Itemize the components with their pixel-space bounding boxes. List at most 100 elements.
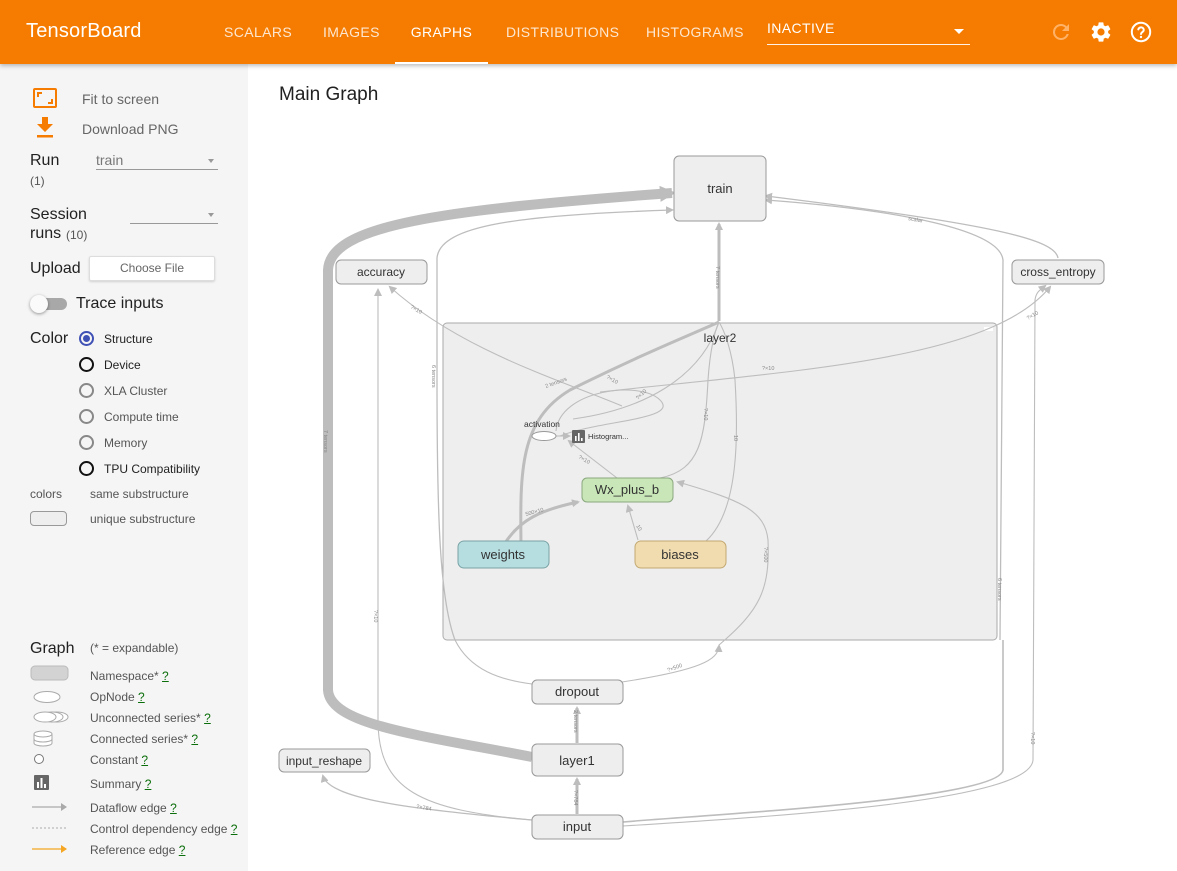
node-activation[interactable]: activation — [524, 419, 560, 441]
tab-scalars[interactable]: SCALARS — [224, 24, 293, 40]
gear-icon[interactable] — [1089, 20, 1113, 44]
node-accuracy[interactable]: accuracy — [335, 259, 428, 285]
refresh-icon[interactable] — [1049, 20, 1073, 44]
fit-to-screen-icon[interactable] — [33, 88, 57, 108]
help-link[interactable]: ? — [230, 822, 238, 836]
node-biases[interactable]: biases — [634, 540, 727, 569]
session-runs-label: Session — [30, 206, 87, 223]
edge-label: 6 tensors — [430, 365, 436, 388]
tab-histograms[interactable]: HISTOGRAMS — [646, 24, 744, 40]
tab-distributions[interactable]: DISTRIBUTIONS — [506, 24, 620, 40]
color-tpu-radio[interactable] — [79, 461, 94, 476]
run-select[interactable]: train — [96, 152, 218, 170]
layer2-namespace — [442, 322, 998, 641]
edge-input-ce — [622, 284, 1047, 827]
graph-canvas[interactable]: 7 tensors 7 tensors 6 tensors scalar ?×1… — [248, 64, 1177, 871]
node-train[interactable]: train — [673, 155, 767, 222]
node-histogram-summary[interactable]: Histogram... — [572, 430, 628, 443]
tab-images[interactable]: IMAGES — [323, 24, 380, 40]
fit-to-screen-button[interactable]: Fit to screen — [82, 91, 160, 107]
session-runs-select[interactable] — [130, 206, 218, 224]
edge-label: ?×10 — [577, 455, 591, 466]
unconnected-series-icon — [33, 711, 57, 723]
edge-label: 2 tensors — [572, 710, 578, 733]
node-layer1[interactable]: layer1 — [531, 743, 624, 777]
top-bar: TensorBoard SCALARS IMAGES GRAPHS DISTRI… — [0, 0, 1177, 64]
node-label: input_reshape — [286, 754, 362, 768]
help-link[interactable]: ? — [144, 777, 152, 791]
edge-label: 500×10 — [525, 507, 544, 518]
color-xla-cluster-radio[interactable] — [79, 383, 94, 398]
color-memory-radio[interactable] — [79, 435, 94, 450]
edge-wx-up — [659, 321, 720, 479]
edge-biases-up — [705, 321, 738, 542]
edge-label: ?×10 — [1026, 310, 1040, 321]
colors-label: colors — [30, 487, 63, 501]
session-runs-count: (10) — [66, 228, 88, 242]
graph-edges — [320, 185, 1059, 827]
edge-act-up — [572, 321, 720, 420]
color-compute-time-label: Compute time — [104, 410, 179, 424]
node-input[interactable]: input — [531, 814, 624, 840]
choose-file-button[interactable]: Choose File — [89, 256, 215, 281]
help-link[interactable]: ? — [170, 801, 177, 815]
color-memory-label: Memory — [104, 436, 148, 450]
chevron-down-icon — [208, 159, 214, 163]
edge-label: ?×500 — [762, 547, 768, 562]
edge-input-accuracy — [374, 288, 533, 821]
trace-inputs-toggle[interactable] — [30, 295, 68, 313]
edge-label: ?×10 — [702, 408, 708, 420]
legend-dataflow-edge: Dataflow edge ? — [90, 801, 177, 815]
help-icon[interactable] — [1129, 20, 1153, 44]
edge-layer2-accuracy — [388, 285, 623, 407]
edge-label: 10 — [634, 524, 642, 532]
session-runs-label-2: runs — [30, 225, 62, 242]
node-label: input — [563, 819, 592, 834]
inactive-select-label: INACTIVE — [767, 20, 835, 36]
edge-label: scalar — [908, 216, 924, 224]
node-dropout[interactable]: dropout — [531, 679, 624, 705]
download-png-button[interactable]: Download PNG — [82, 121, 179, 137]
namespace-icon — [30, 665, 69, 681]
legend-connected-series: Connected series* ? — [90, 732, 199, 746]
node-weights[interactable]: weights — [457, 540, 550, 569]
edge-weights-layer2 — [519, 320, 720, 546]
node-label: biases — [661, 547, 699, 562]
unique-substructure-swatch — [30, 511, 67, 526]
chevron-down-icon — [954, 29, 964, 34]
edge-label: 10 — [732, 435, 738, 441]
legend-unconnected-series: Unconnected series* ? — [90, 711, 211, 725]
chevron-down-icon — [208, 213, 214, 217]
edge-input-reshape — [320, 774, 533, 821]
color-structure-radio[interactable] — [79, 331, 94, 346]
legend-opnode: OpNode ? — [90, 690, 145, 704]
expandable-note: (* = expandable) — [90, 641, 179, 655]
node-label: Wx_plus_b — [595, 482, 659, 497]
run-count: (1) — [30, 174, 45, 188]
edge-label: 7 tensors — [322, 430, 328, 453]
help-link[interactable]: ? — [138, 690, 145, 704]
color-compute-time-radio[interactable] — [79, 409, 94, 424]
node-input-reshape[interactable]: input_reshape — [278, 748, 371, 773]
help-link[interactable]: ? — [204, 711, 211, 725]
page-title: Main Graph — [279, 84, 379, 105]
tab-graphs[interactable]: GRAPHS — [395, 0, 488, 64]
node-cross-entropy[interactable]: cross_entropy — [1011, 259, 1105, 285]
color-xla-cluster-label: XLA Cluster — [104, 384, 168, 398]
inactive-plugins-select[interactable]: INACTIVE — [767, 20, 970, 45]
node-label: train — [707, 181, 732, 196]
color-device-label: Device — [104, 358, 141, 372]
legend-summary: Summary ? — [90, 777, 152, 791]
color-structure-label: Structure — [104, 332, 153, 346]
help-link[interactable]: ? — [162, 669, 169, 683]
download-icon[interactable] — [36, 117, 54, 139]
layer2-label: layer2 — [704, 331, 737, 345]
trace-inputs-label: Trace inputs — [76, 295, 164, 312]
node-wx-plus-b[interactable]: Wx_plus_b — [581, 477, 674, 503]
help-link[interactable]: ? — [191, 732, 199, 746]
help-link[interactable]: ? — [141, 753, 149, 767]
edge-layer1-train — [323, 185, 676, 762]
help-link[interactable]: ? — [178, 843, 186, 857]
constant-icon — [34, 754, 44, 764]
color-device-radio[interactable] — [79, 357, 94, 372]
